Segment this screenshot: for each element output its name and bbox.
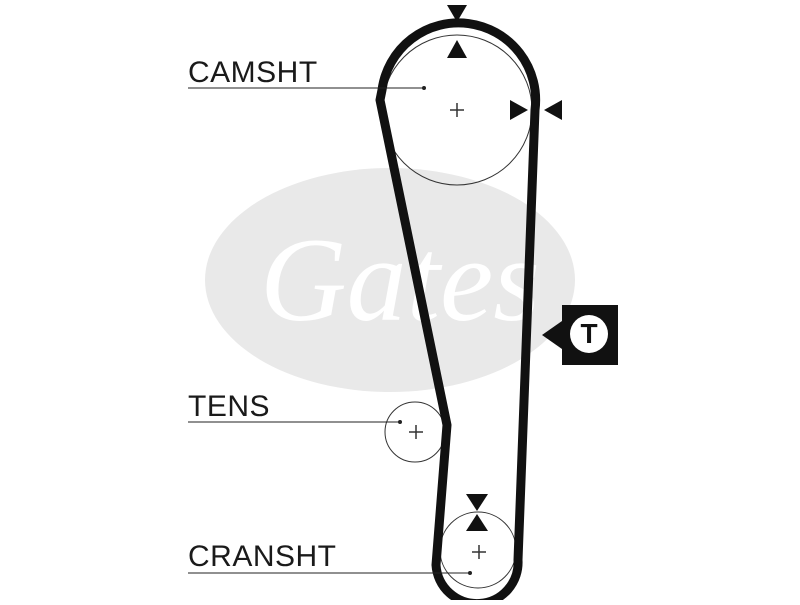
camshaft-leader-line: [188, 86, 426, 90]
crank-timing-marker-icon: [466, 494, 488, 531]
tension-t-letter: T: [570, 315, 608, 353]
gates-watermark-text: Gates: [260, 213, 540, 346]
timing-belt: [375, 18, 541, 605]
tensioner-center-mark: [409, 425, 423, 439]
crankshaft-center-mark: [472, 545, 486, 559]
tensioner-leader-line: [188, 420, 402, 424]
tensioner-label: TENS: [188, 390, 271, 423]
top-timing-marker-icon: [447, 5, 467, 58]
crankshaft-leader-line: [188, 571, 472, 575]
tension-t-badge-icon: T: [562, 305, 618, 365]
right-timing-marker-icon: [510, 100, 562, 120]
camshaft-center-mark: [450, 103, 464, 117]
crankshaft-label: CRANSHT: [188, 540, 337, 573]
tension-pointer-icon: [542, 321, 562, 349]
gates-watermark-logo: Gates: [205, 168, 575, 392]
camshaft-label: CAMSHT: [188, 56, 318, 89]
